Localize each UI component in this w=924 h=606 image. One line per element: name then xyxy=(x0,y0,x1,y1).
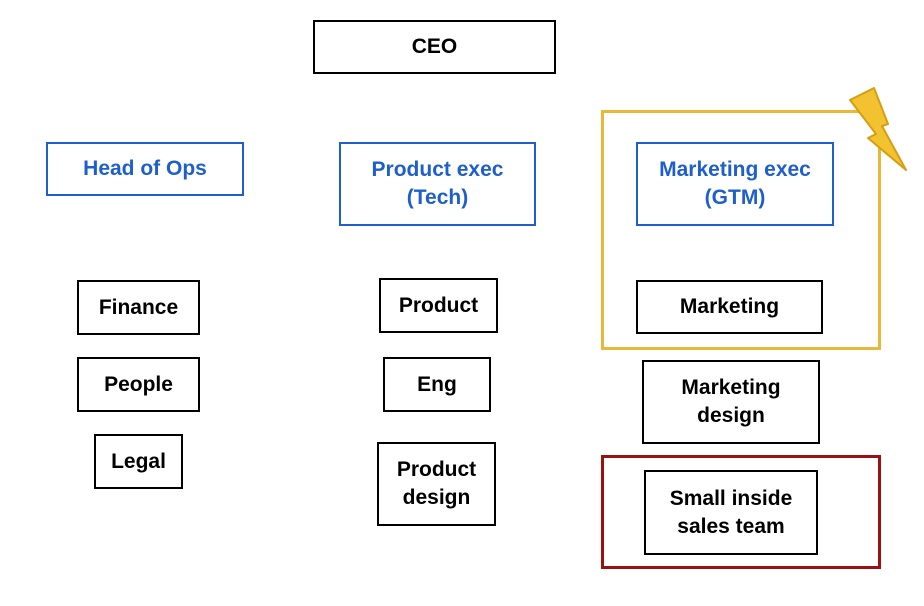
eng-label: Eng xyxy=(417,372,457,396)
ceo-label: CEO xyxy=(411,35,458,58)
marketing-exec-box: Marketing exec (GTM) xyxy=(636,142,834,226)
people-label: People xyxy=(104,372,173,396)
legal-label: Legal xyxy=(111,449,166,473)
head-of-ops-box: Head of Ops xyxy=(46,142,244,196)
head-of-ops-label: Head of Ops xyxy=(83,157,207,180)
legal-box: Legal xyxy=(94,434,183,489)
product-design-box: Product design xyxy=(377,442,496,526)
product-label: Product xyxy=(398,293,479,317)
product-exec-label: Product exec (Tech) xyxy=(371,158,504,209)
eng-box: Eng xyxy=(383,357,491,412)
product-exec-box: Product exec (Tech) xyxy=(339,142,536,226)
product-box: Product xyxy=(379,278,498,333)
marketing-design-box: Marketing design xyxy=(642,360,820,444)
marketing-label: Marketing xyxy=(679,295,780,318)
finance-label: Finance xyxy=(98,295,179,319)
finance-box: Finance xyxy=(77,280,200,335)
lightning-bolt-icon xyxy=(849,87,907,171)
product-design-label: Product design xyxy=(396,458,477,509)
people-box: People xyxy=(77,357,200,412)
marketing-design-label: Marketing design xyxy=(681,376,781,427)
marketing-exec-label: Marketing exec (GTM) xyxy=(659,158,811,209)
inside-sales-box: Small inside sales team xyxy=(644,470,818,555)
inside-sales-label: Small inside sales team xyxy=(669,486,793,538)
inside-sales-frame xyxy=(601,455,881,569)
gtm-highlight-frame xyxy=(601,110,881,350)
ceo-box: CEO xyxy=(313,20,556,74)
marketing-box: Marketing xyxy=(636,280,823,334)
